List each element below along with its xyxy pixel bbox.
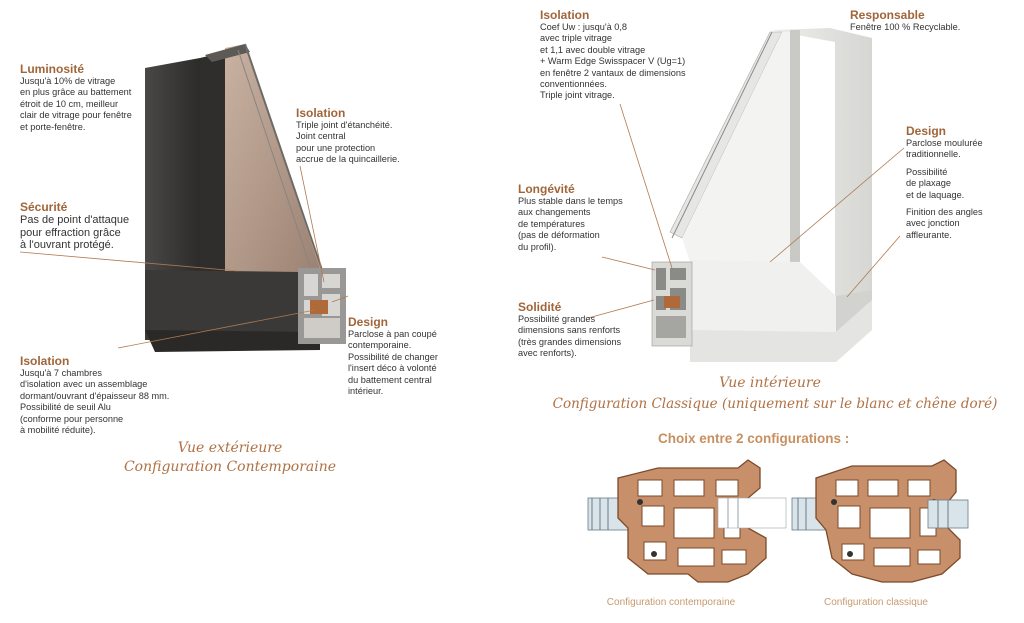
longevite-callout: Longévité Plus stable dans le temps aux … [518, 182, 658, 253]
right-caption-line2: Configuration Classique (uniquement sur … [552, 396, 998, 412]
config-contemporaine-label: Configuration contemporaine [606, 597, 736, 608]
isolation-bottom-title: Isolation [20, 354, 70, 368]
profile-section-classique [791, 459, 969, 583]
isolation-bottom-text: Jusqu'à 7 chambres d'isolation avec un a… [20, 368, 170, 436]
config-classique-label: Configuration classique [824, 597, 928, 608]
solidite-title: Solidité [518, 300, 562, 314]
design-right-callout: Design Parclose moulurée traditionnelle.… [906, 124, 1018, 241]
design-right-text2: Possibilité de plaxage et de laquage. [906, 166, 965, 200]
isolation-top-text: Triple joint d'étanchéité. Joint central… [296, 120, 400, 165]
exterior-window-corner-illustration [145, 43, 346, 352]
luminosite-text: Jusqu'à 10% de vitrage en plus grâce au … [20, 76, 132, 132]
profile-section-contemporaine [587, 459, 787, 583]
responsable-text: Fenêtre 100 % Recyclable. [850, 22, 961, 32]
longevite-title: Longévité [518, 182, 575, 196]
solidite-callout: Solidité Possibilité grandes dimensions … [518, 300, 668, 360]
isolation-bottom-callout: Isolation Jusqu'à 7 chambres d'isolation… [20, 354, 220, 436]
choice-title: Choix entre 2 configurations : [658, 431, 850, 446]
responsable-title: Responsable [850, 8, 925, 22]
isolation-right-text: Coef Uw : jusqu'à 0,8 avec triple vitrag… [540, 22, 686, 101]
design-left-callout: Design Parclose à pan coupé contemporain… [348, 315, 488, 397]
interior-window-corner-illustration [651, 28, 872, 362]
isolation-top-callout: Isolation Triple joint d'étanchéité. Joi… [296, 106, 456, 166]
isolation-right-title: Isolation [540, 8, 590, 22]
luminosite-title: Luminosité [20, 62, 85, 76]
securite-callout: Sécurité Pas de point d'attaque pour eff… [20, 200, 170, 252]
solidite-text: Possibilité grandes dimensions sans renf… [518, 314, 622, 359]
securite-title: Sécurité [20, 200, 68, 214]
responsable-callout: Responsable Fenêtre 100 % Recyclable. [850, 8, 1020, 33]
isolation-top-title: Isolation [296, 106, 346, 120]
left-caption-line2: Configuration Contemporaine [123, 459, 337, 475]
design-right-text: Parclose moulurée traditionnelle. [906, 138, 983, 160]
securite-text: Pas de point d'attaque pour effraction g… [20, 214, 130, 251]
design-right-text3: Finition des angles avec jonction affleu… [906, 207, 983, 240]
left-caption-line1: Vue extérieure [177, 440, 283, 456]
design-left-text: Parclose à pan coupé contemporaine. Poss… [348, 329, 438, 397]
right-caption-line1: Vue intérieure [719, 375, 821, 391]
design-left-title: Design [348, 315, 389, 329]
luminosite-callout: Luminosité Jusqu'à 10% de vitrage en plu… [20, 62, 170, 133]
longevite-text: Plus stable dans le temps aux changement… [518, 196, 623, 252]
left-leader-lines [19, 165, 349, 349]
isolation-right-callout: Isolation Coef Uw : jusqu'à 0,8 avec tri… [540, 8, 720, 102]
right-leader-lines [587, 103, 905, 319]
design-right-title: Design [906, 124, 947, 138]
